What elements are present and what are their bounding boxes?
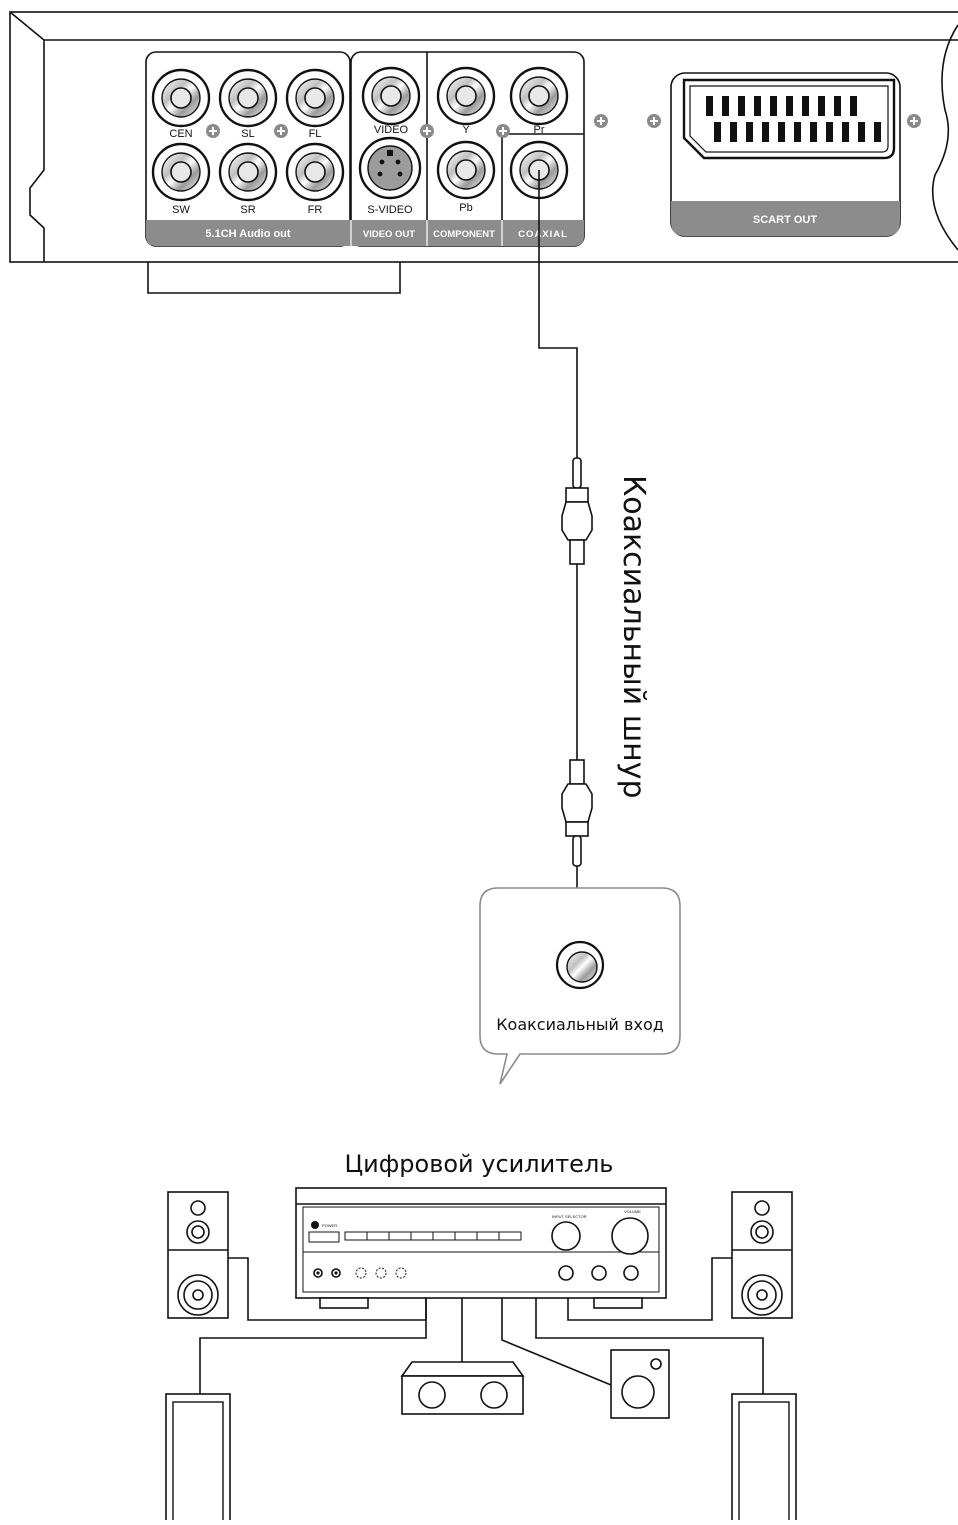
label-fr: FR <box>308 204 323 216</box>
subwoofer <box>610 1349 670 1419</box>
center-speaker <box>400 1361 525 1415</box>
jack-cen[interactable] <box>151 68 211 128</box>
label-y: Y <box>462 124 470 136</box>
label-sw: SW <box>172 204 190 216</box>
label-band <box>146 220 584 246</box>
screw-icon <box>274 124 288 138</box>
amplifier: POWER INPUT SELECTOR VOLUME <box>295 1187 667 1309</box>
volume-knob[interactable] <box>611 1217 649 1255</box>
speaker-wires <box>199 1257 764 1394</box>
fan-grille-edge <box>931 24 958 251</box>
power-button[interactable] <box>311 1221 319 1229</box>
jack-fr[interactable] <box>285 142 345 202</box>
label-pr: Pr <box>534 124 545 136</box>
amplifier-label: Цифровой усилитель <box>345 1150 614 1178</box>
label-video: VIDEO <box>374 124 409 136</box>
screw-icon <box>496 124 510 138</box>
screw-icon <box>206 124 220 138</box>
coaxial-label: COAXIAL <box>518 229 568 240</box>
jack-sr[interactable] <box>218 142 278 202</box>
jack-pr[interactable] <box>509 66 569 126</box>
input-selector-label: INPUT SELECTOR <box>552 1214 587 1219</box>
speaker-front-right <box>731 1191 793 1319</box>
label-svideo: S-VIDEO <box>367 204 413 216</box>
jack-video[interactable] <box>361 66 421 126</box>
coaxial-input-callout: Коаксиальный вход <box>479 887 681 1085</box>
callout-label: Коаксиальный вход <box>496 1015 664 1034</box>
label-pb: Pb <box>459 202 472 214</box>
scart-connector[interactable]: SCART OUT <box>670 72 901 237</box>
label-sr: SR <box>240 204 255 216</box>
cable-label: Коаксиальный шнур <box>616 475 651 799</box>
rca-plug-lower <box>561 759 593 867</box>
input-selector-knob[interactable] <box>551 1221 581 1251</box>
screw-icon <box>907 114 921 128</box>
audio-51-label: 5.1CH Audio out <box>205 228 290 240</box>
jack-pb[interactable] <box>436 140 496 200</box>
scart-label: SCART OUT <box>753 214 817 226</box>
speaker-rear-right <box>731 1393 797 1525</box>
power-label: POWER <box>322 1223 337 1228</box>
label-cen: CEN <box>169 128 192 140</box>
player-foot <box>147 262 401 294</box>
speaker-rear-left <box>165 1393 231 1525</box>
coaxial-cable <box>538 170 593 965</box>
jack-sw[interactable] <box>151 142 211 202</box>
coaxial-input-jack[interactable] <box>555 940 605 990</box>
label-sl: SL <box>241 128 254 140</box>
label-fl: FL <box>309 128 322 140</box>
input-buttons[interactable] <box>344 1231 522 1241</box>
jack-y[interactable] <box>436 66 496 126</box>
jack-svideo[interactable] <box>358 136 422 200</box>
jack-sl[interactable] <box>218 68 278 128</box>
screw-icon <box>420 124 434 138</box>
video-out-label: VIDEO OUT <box>363 229 415 240</box>
volume-label: VOLUME <box>624 1209 641 1214</box>
jack-fl[interactable] <box>285 68 345 128</box>
speaker-front-left <box>167 1191 229 1319</box>
component-label: COMPONENT <box>433 229 495 240</box>
dvd-rear-panel: 5.1CH Audio out VIDEO OUT COMPONENT COAX… <box>9 11 958 294</box>
screw-icon <box>647 114 661 128</box>
rca-plug-upper <box>561 457 593 565</box>
screw-icon <box>594 114 608 128</box>
